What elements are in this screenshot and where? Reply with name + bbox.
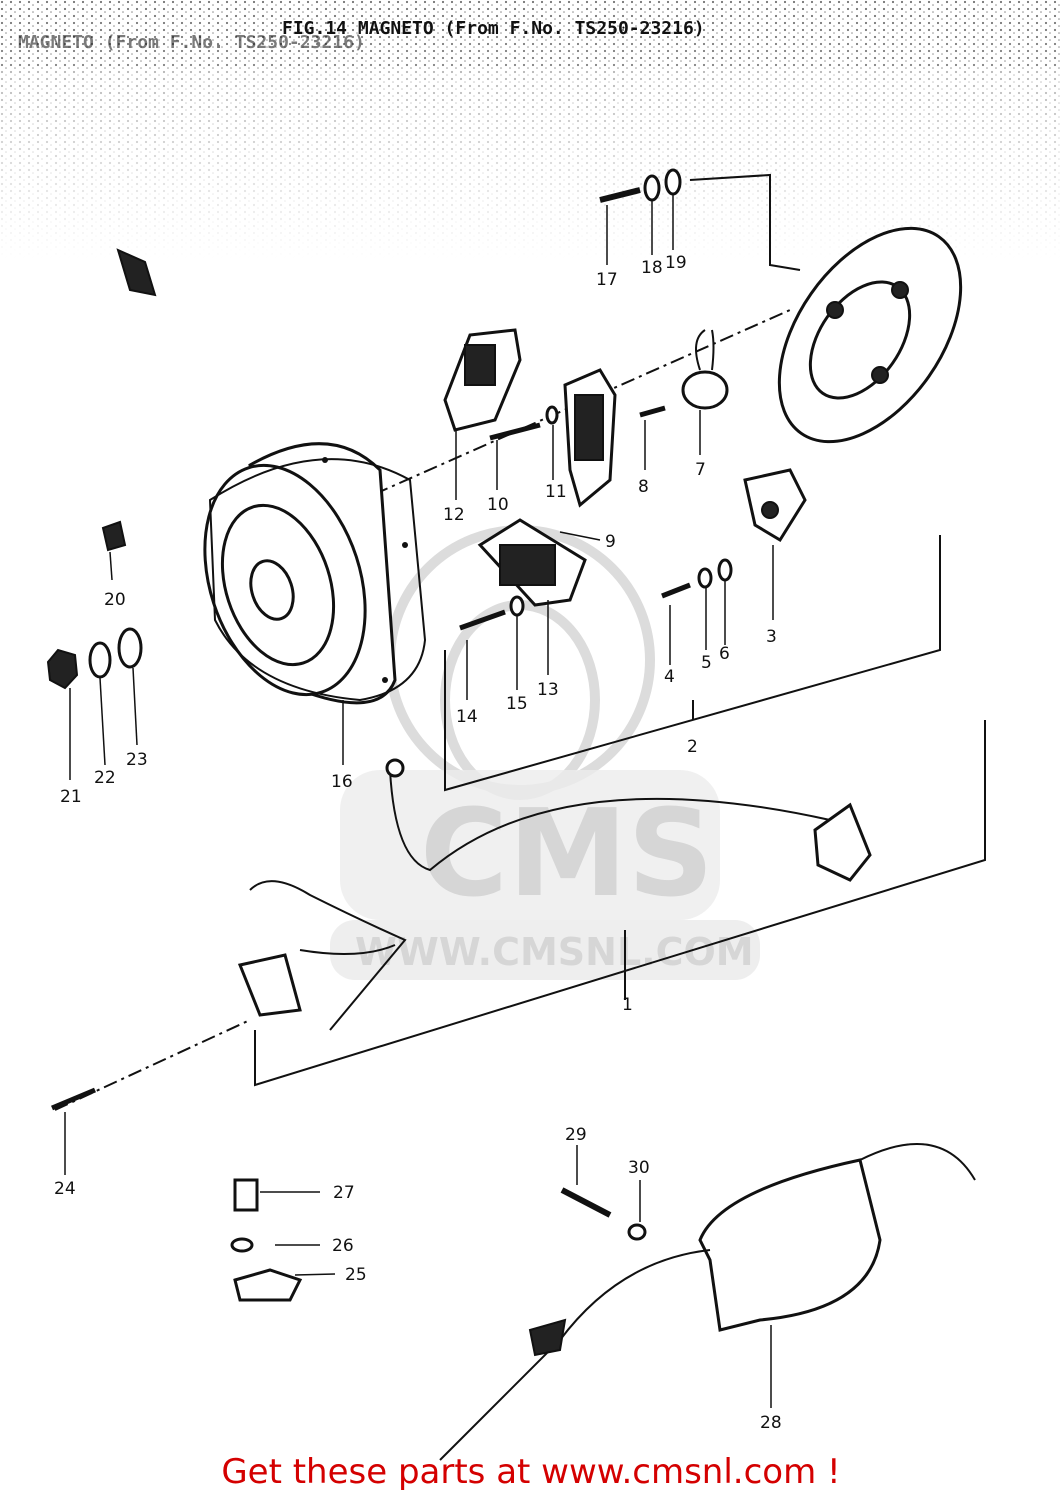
leader-17-19 xyxy=(689,173,801,271)
footer-link[interactable]: Get these parts at www.cmsnl.com ! xyxy=(221,1452,841,1492)
condenser-7 xyxy=(681,329,729,410)
coil-13 xyxy=(477,518,587,607)
callout-9-lower: 9 xyxy=(605,532,616,552)
figure-caption: FIG.14 MAGNETO (From F.No. TS250-23216) xyxy=(282,18,705,39)
leader-lines xyxy=(64,195,774,1408)
screws-and-washers xyxy=(46,168,733,1302)
callout-4: 4 xyxy=(664,667,675,687)
callout-3: 3 xyxy=(766,627,777,647)
callout-23: 23 xyxy=(126,750,148,770)
callout-20: 20 xyxy=(104,590,126,610)
callout-30: 30 xyxy=(628,1158,650,1178)
coil-12 xyxy=(443,328,522,432)
callout-2: 2 xyxy=(687,737,698,757)
callout-13: 13 xyxy=(537,680,559,700)
callout-24: 24 xyxy=(54,1179,76,1199)
callout-16: 16 xyxy=(331,772,353,792)
callout-28: 28 xyxy=(760,1413,782,1433)
assembly-bracket-2 xyxy=(444,535,941,792)
callout-11: 11 xyxy=(545,482,567,502)
callout-1: 1 xyxy=(622,995,633,1015)
callout-10: 10 xyxy=(487,495,509,515)
watermark-brand: CMS xyxy=(420,785,714,924)
callout-8: 8 xyxy=(638,477,649,497)
callout-29: 29 xyxy=(565,1125,587,1145)
callout-18: 18 xyxy=(641,258,663,278)
callout-22: 22 xyxy=(94,768,116,788)
wiring-harness-1 xyxy=(237,758,872,1031)
callout-21: 21 xyxy=(60,787,82,807)
ignition-coil-28 xyxy=(439,1143,976,1461)
flywheel-rotor-16 xyxy=(203,442,427,705)
scan-noise xyxy=(0,0,1062,260)
stator-base-plate xyxy=(777,226,963,444)
callout-5: 5 xyxy=(701,653,712,673)
callout-27: 27 xyxy=(333,1183,355,1203)
cms-watermark: CMS WWW.CMSNL.COM xyxy=(330,525,760,980)
callout-12: 12 xyxy=(443,505,465,525)
contact-breaker-3 xyxy=(743,468,807,543)
callout-25: 25 xyxy=(345,1265,367,1285)
callout-7: 7 xyxy=(695,460,706,480)
callout-14: 14 xyxy=(456,707,478,727)
diagram-title: MAGNETO (From F.No. TS250-23216) xyxy=(18,32,365,53)
callout-labels: 1 2 3 4 5 6 7 8 9 9 10 11 12 13 14 15 16… xyxy=(54,253,782,1433)
callout-6: 6 xyxy=(719,644,730,664)
callout-26: 26 xyxy=(332,1236,354,1256)
coil-9 xyxy=(563,368,617,508)
callout-15: 15 xyxy=(506,694,528,714)
callout-17: 17 xyxy=(596,270,618,290)
watermark-url: WWW.CMSNL.COM xyxy=(355,930,754,974)
assembly-bracket-1 xyxy=(254,720,986,1087)
callout-19: 19 xyxy=(665,253,687,273)
